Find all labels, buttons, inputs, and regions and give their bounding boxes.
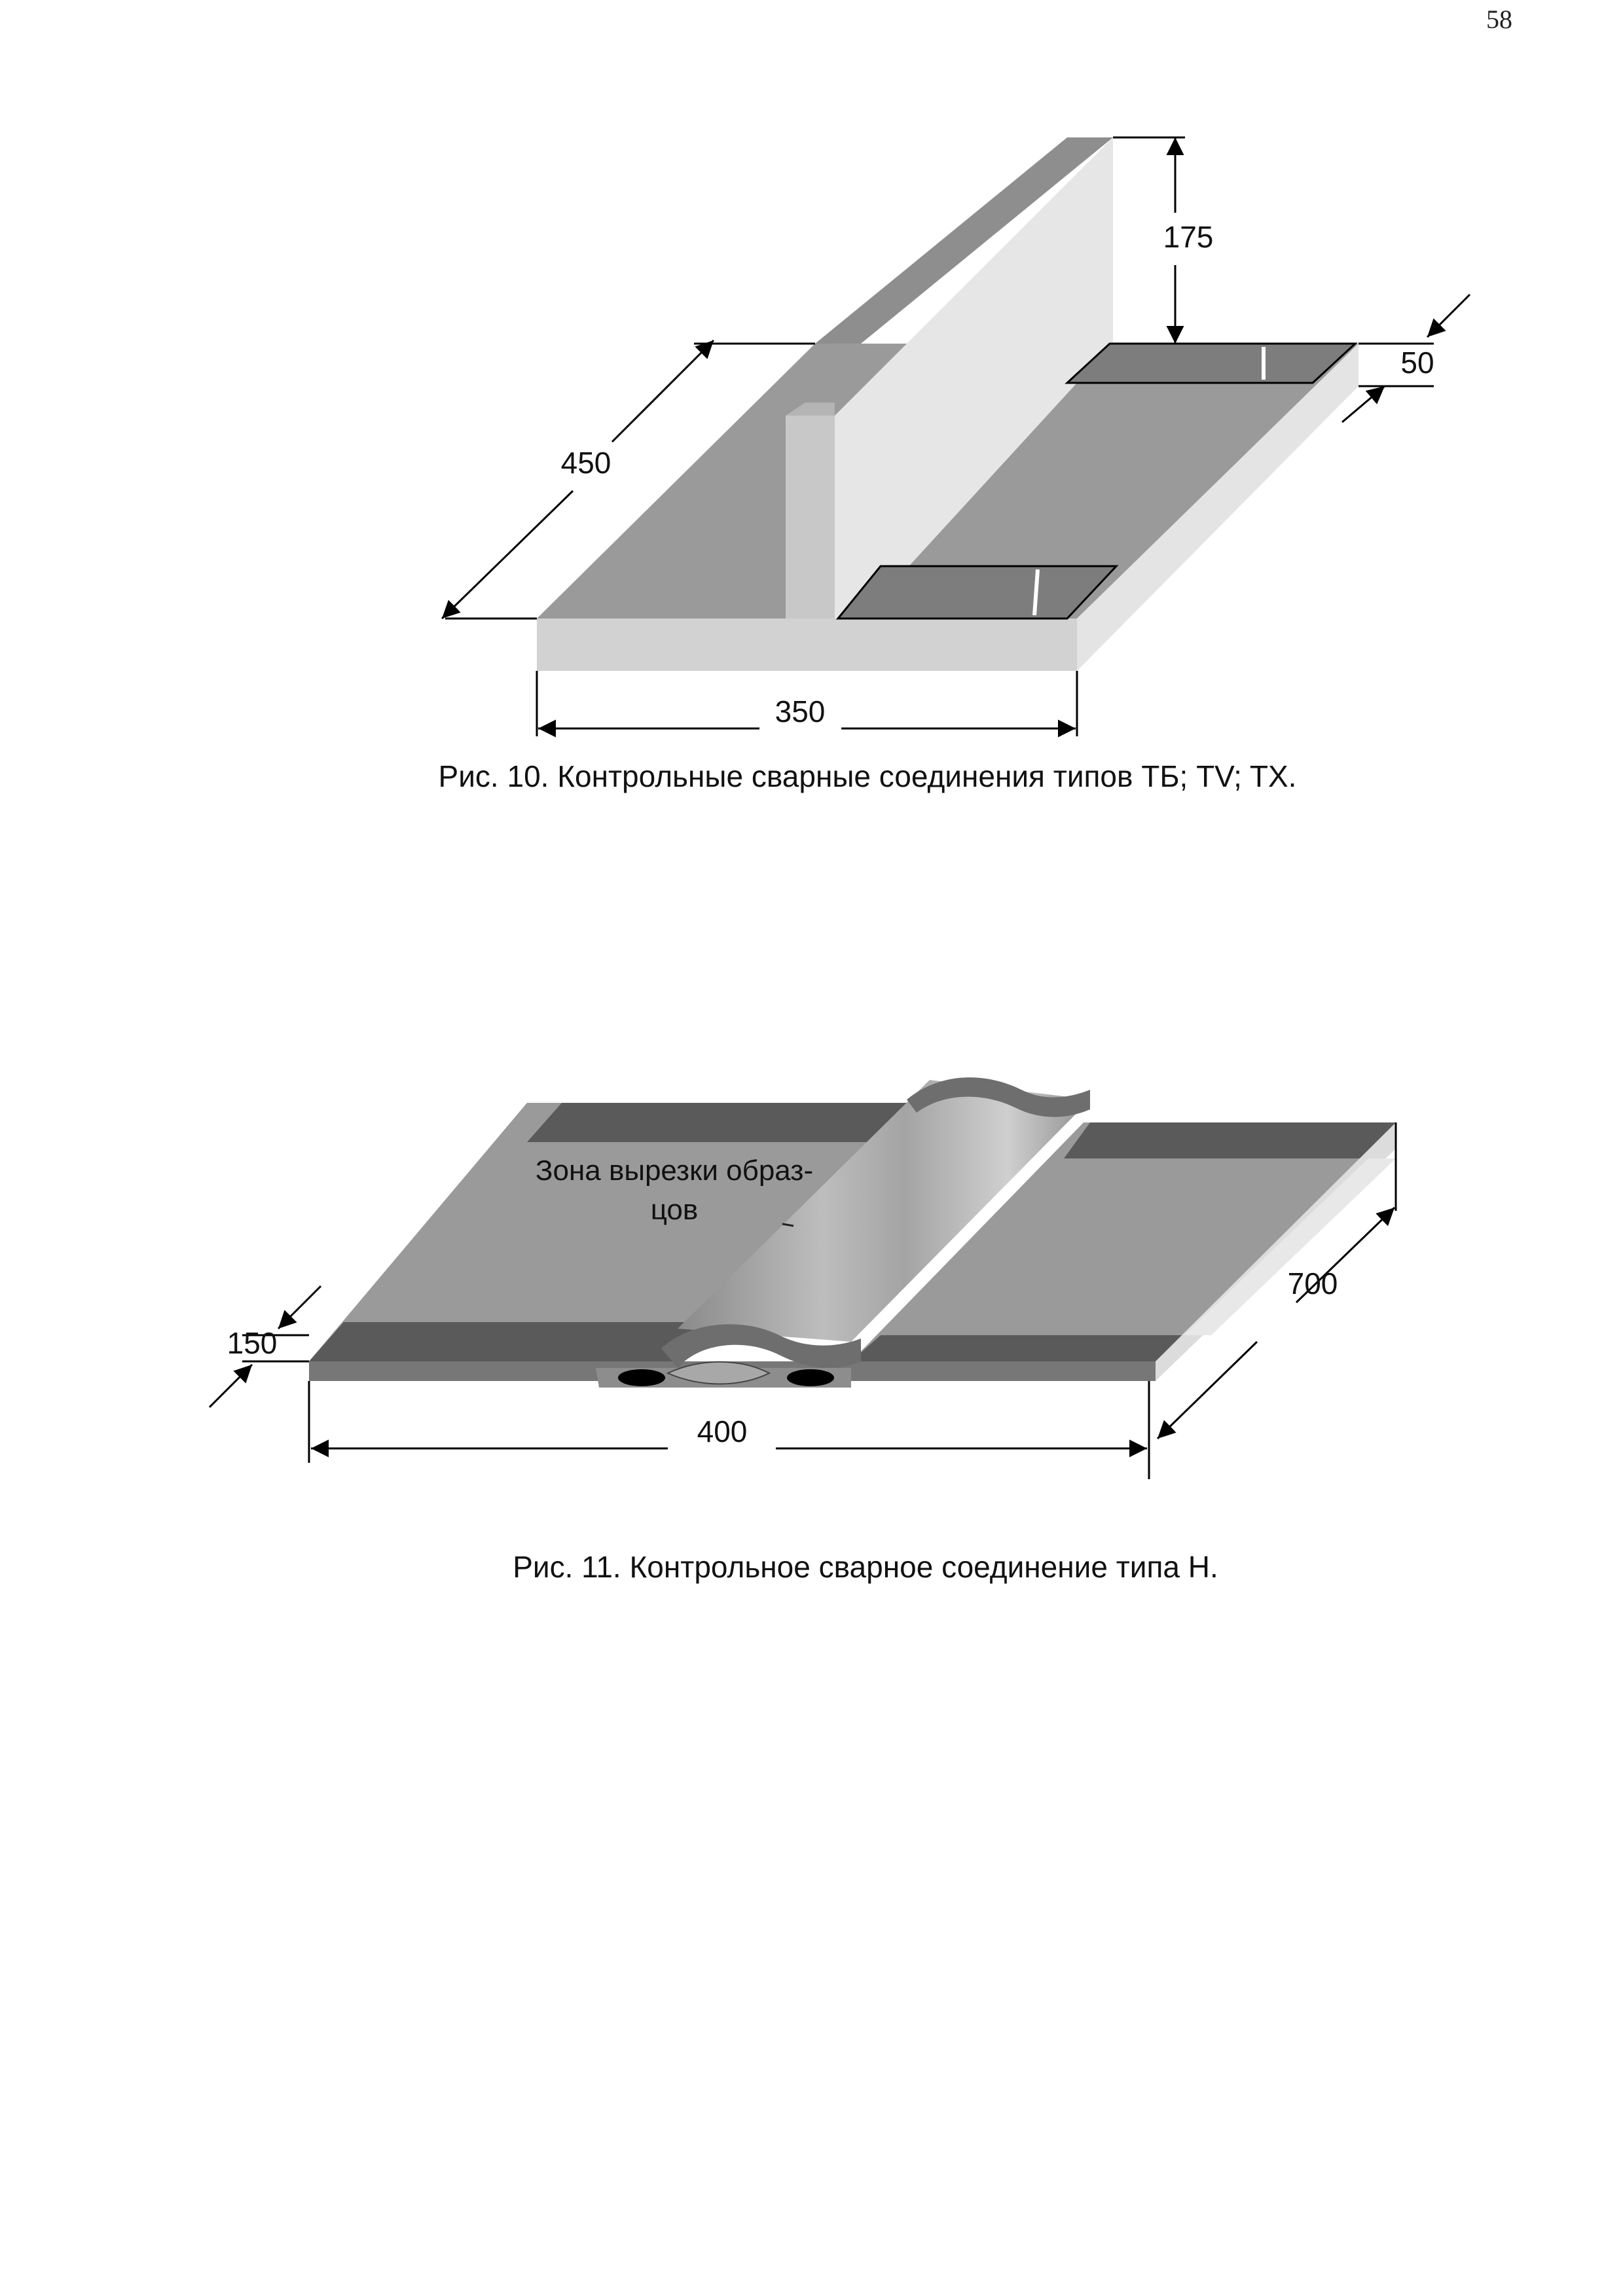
- left-plate-top-face: [309, 1103, 917, 1361]
- figure-10-caption: Рис. 10. Контрольные сварные соединения …: [439, 759, 1297, 793]
- weld-root-void-left: [618, 1369, 665, 1386]
- dim-width-label: 400: [697, 1414, 748, 1448]
- left-plate-rear-strip: [527, 1103, 917, 1142]
- dim-length-label: 450: [561, 446, 611, 480]
- cut-zone-label-line-2: цов: [651, 1194, 699, 1226]
- weld-bead-front-end: [661, 1324, 861, 1369]
- dim-length-label: 700: [1288, 1266, 1338, 1300]
- dimension-400: 400: [308, 1381, 1150, 1479]
- rib-end-cap: [786, 403, 835, 416]
- cut-zone-label-line-1: Зона вырезки образ-: [536, 1155, 813, 1187]
- front-weld-slot: [835, 565, 1119, 620]
- weld-root-void-right: [787, 1369, 834, 1386]
- page-number: 58: [1486, 5, 1512, 34]
- rib-side-face: [835, 137, 1113, 619]
- dimension-350: 350: [536, 671, 1078, 738]
- weld-slots: [835, 342, 1358, 620]
- vertical-rib: [786, 137, 1113, 619]
- butt-plate: [309, 1103, 1396, 1381]
- dim-strip-label: 150: [227, 1326, 278, 1360]
- dim-width-label: 350: [775, 694, 826, 728]
- figure-11-butt-joint-drawing: Зона вырезки образ- цов 150 700 400 Рис.…: [208, 1077, 1397, 1584]
- weld-bead-rear-end: [907, 1077, 1090, 1117]
- weld-bead: [596, 1077, 1090, 1388]
- dimension-450: 450: [441, 339, 815, 620]
- base-plate-front-face: [537, 619, 1077, 671]
- weld-bead-body: [678, 1080, 1090, 1342]
- rib-end-face: [786, 416, 835, 619]
- figure-11-caption: Рис. 11. Контрольное сварное соединение …: [513, 1550, 1218, 1584]
- dimension-50: 50: [1341, 293, 1471, 423]
- base-plate-side-face: [1077, 344, 1359, 671]
- rear-weld-slot: [1065, 342, 1358, 384]
- right-plate-top-face: [851, 1122, 1396, 1361]
- figure-10-t-joint-drawing: 175 50 450 350 Рис. 10. Контрольные свар…: [439, 136, 1471, 793]
- left-plate-front-strip: [309, 1322, 714, 1361]
- dimension-150: 150: [208, 1285, 322, 1408]
- dimension-175: 175: [1113, 136, 1214, 344]
- dimension-700: 700: [1156, 1122, 1397, 1440]
- dim-slot-width-label: 50: [1400, 346, 1434, 380]
- right-plate-rear-strip: [1064, 1122, 1396, 1158]
- dim-height-label: 175: [1163, 220, 1214, 254]
- right-plate-front-strip: [851, 1335, 1184, 1361]
- plate-side-highlight: [1184, 1158, 1396, 1335]
- rib-top-edge: [815, 137, 1113, 344]
